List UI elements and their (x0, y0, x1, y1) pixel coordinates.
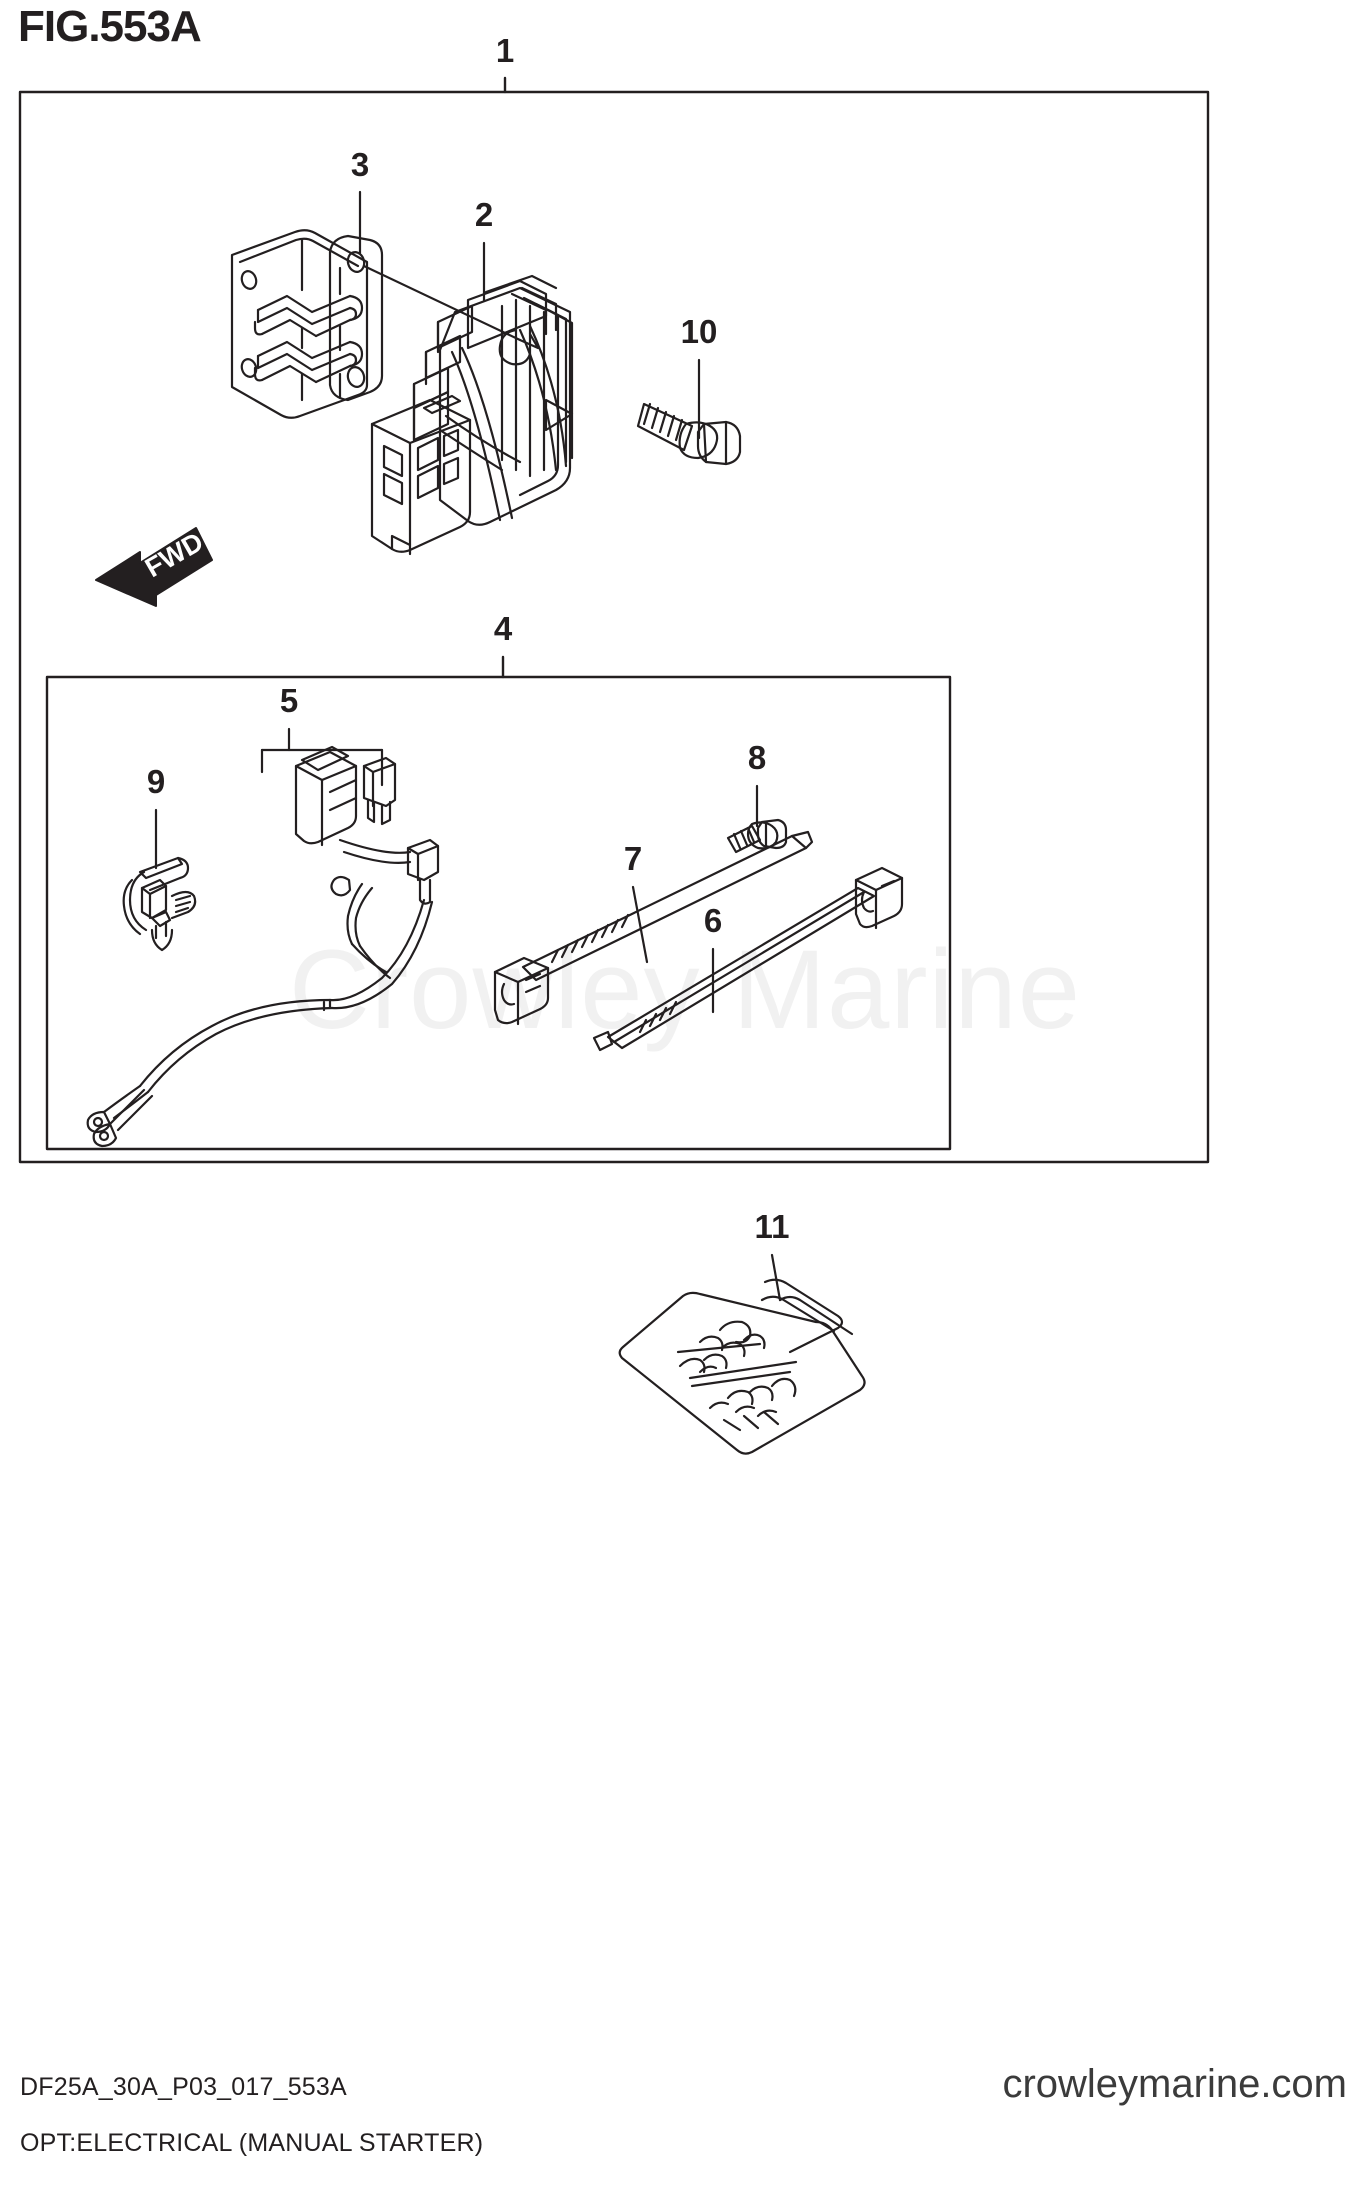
callout-2: 2 (475, 196, 493, 233)
main-assembly-panel (18, 76, 1210, 1164)
brand-label: crowleymarine.com (1002, 2062, 1347, 2106)
part-2-rectifier-regulator (370, 241, 574, 556)
harness-panel (45, 655, 952, 1151)
callout-numbers: 1 2 3 4 5 6 7 8 9 10 11 (147, 32, 790, 1245)
page-title: FIG.553A (18, 2, 202, 51)
part-3-mounting-bracket (230, 190, 522, 419)
callout-4: 4 (494, 610, 513, 647)
wire-harness-cable (86, 838, 440, 1148)
callout-9: 9 (147, 763, 165, 800)
callout-3: 3 (351, 146, 369, 183)
callout-6: 6 (704, 902, 722, 939)
part-11-parts-bag (618, 1253, 866, 1455)
callout-1: 1 (496, 32, 514, 69)
fwd-arrow-marker (95, 527, 213, 607)
callout-10: 10 (681, 313, 718, 350)
callout-7: 7 (624, 840, 642, 877)
footer-caption: OPT:ELECTRICAL (MANUAL STARTER) (20, 2129, 484, 2157)
footer-code: DF25A_30A_P03_017_553A (20, 2073, 347, 2101)
part-7-cable-tie-large (493, 830, 814, 1026)
part-9-wire-clamp (122, 808, 197, 952)
callout-5: 5 (280, 682, 298, 719)
part-10-hex-flange-bolt (636, 358, 742, 466)
callout-11: 11 (755, 1208, 790, 1245)
callout-8: 8 (748, 739, 766, 776)
part-6-cable-tie-small (592, 866, 904, 1052)
part-5-fuse-and-holder (260, 727, 397, 847)
